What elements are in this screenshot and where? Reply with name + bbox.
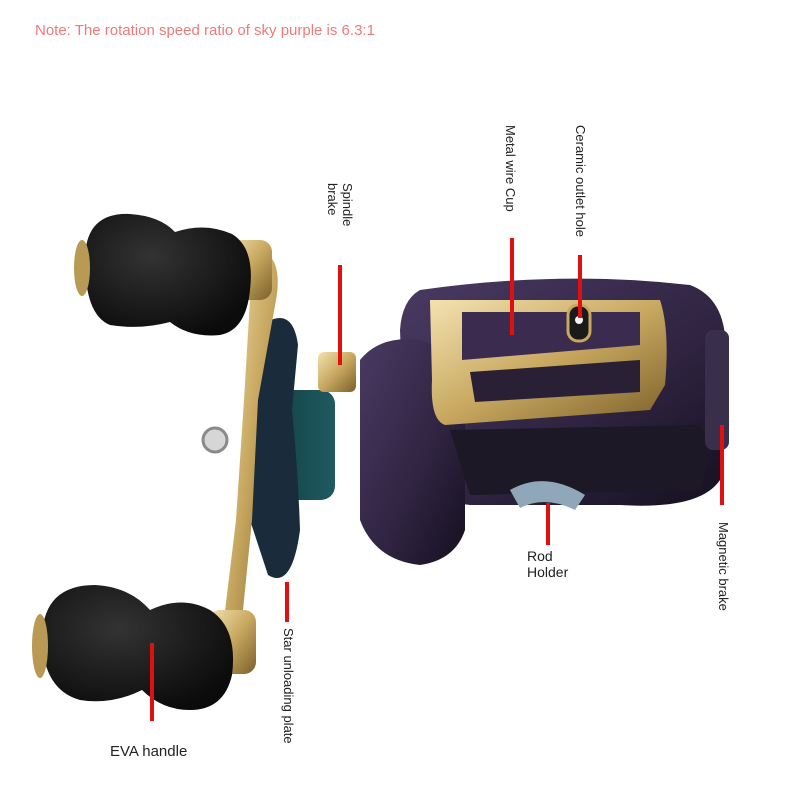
eva-handle-leader [150,643,154,721]
spindle-brake [318,352,356,392]
magnetic-brake-label: Magnetic brake [716,522,731,611]
note-text: Note: The rotation speed ratio of sky pu… [35,22,375,39]
magnetic-brake-leader [720,425,724,505]
eva-handle [42,585,234,710]
spindle-brake-label-line2: brake [325,183,340,216]
spindle-brake-leader [338,265,342,365]
rod-holder-leader [546,503,550,545]
star-unloading-plate-label: Star unloading plate [281,628,296,744]
magnetic-brake-dial [705,330,729,450]
spindle-brake-label: Spindle brake [325,183,355,226]
metal-wire-cup-label: Metal wire Cup [503,125,518,212]
metal-wire-cup-leader [510,238,514,335]
rod-holder [510,481,585,510]
spindle-brake-label-line1: Spindle [340,183,355,227]
ceramic-outlet-hole-leader [578,255,582,318]
rod-holder-label-line1: Rod [527,548,553,564]
star-unloading-plate-leader [285,582,289,622]
handle-arm [222,250,278,645]
eva-handle-label: EVA handle [110,743,188,760]
eva-handle-top [85,213,251,336]
rod-holder-label: Rod Holder [527,548,568,580]
ceramic-outlet-hole-label: Ceramic outlet hole [573,125,588,237]
rod-holder-label-line2: Holder [527,564,569,580]
